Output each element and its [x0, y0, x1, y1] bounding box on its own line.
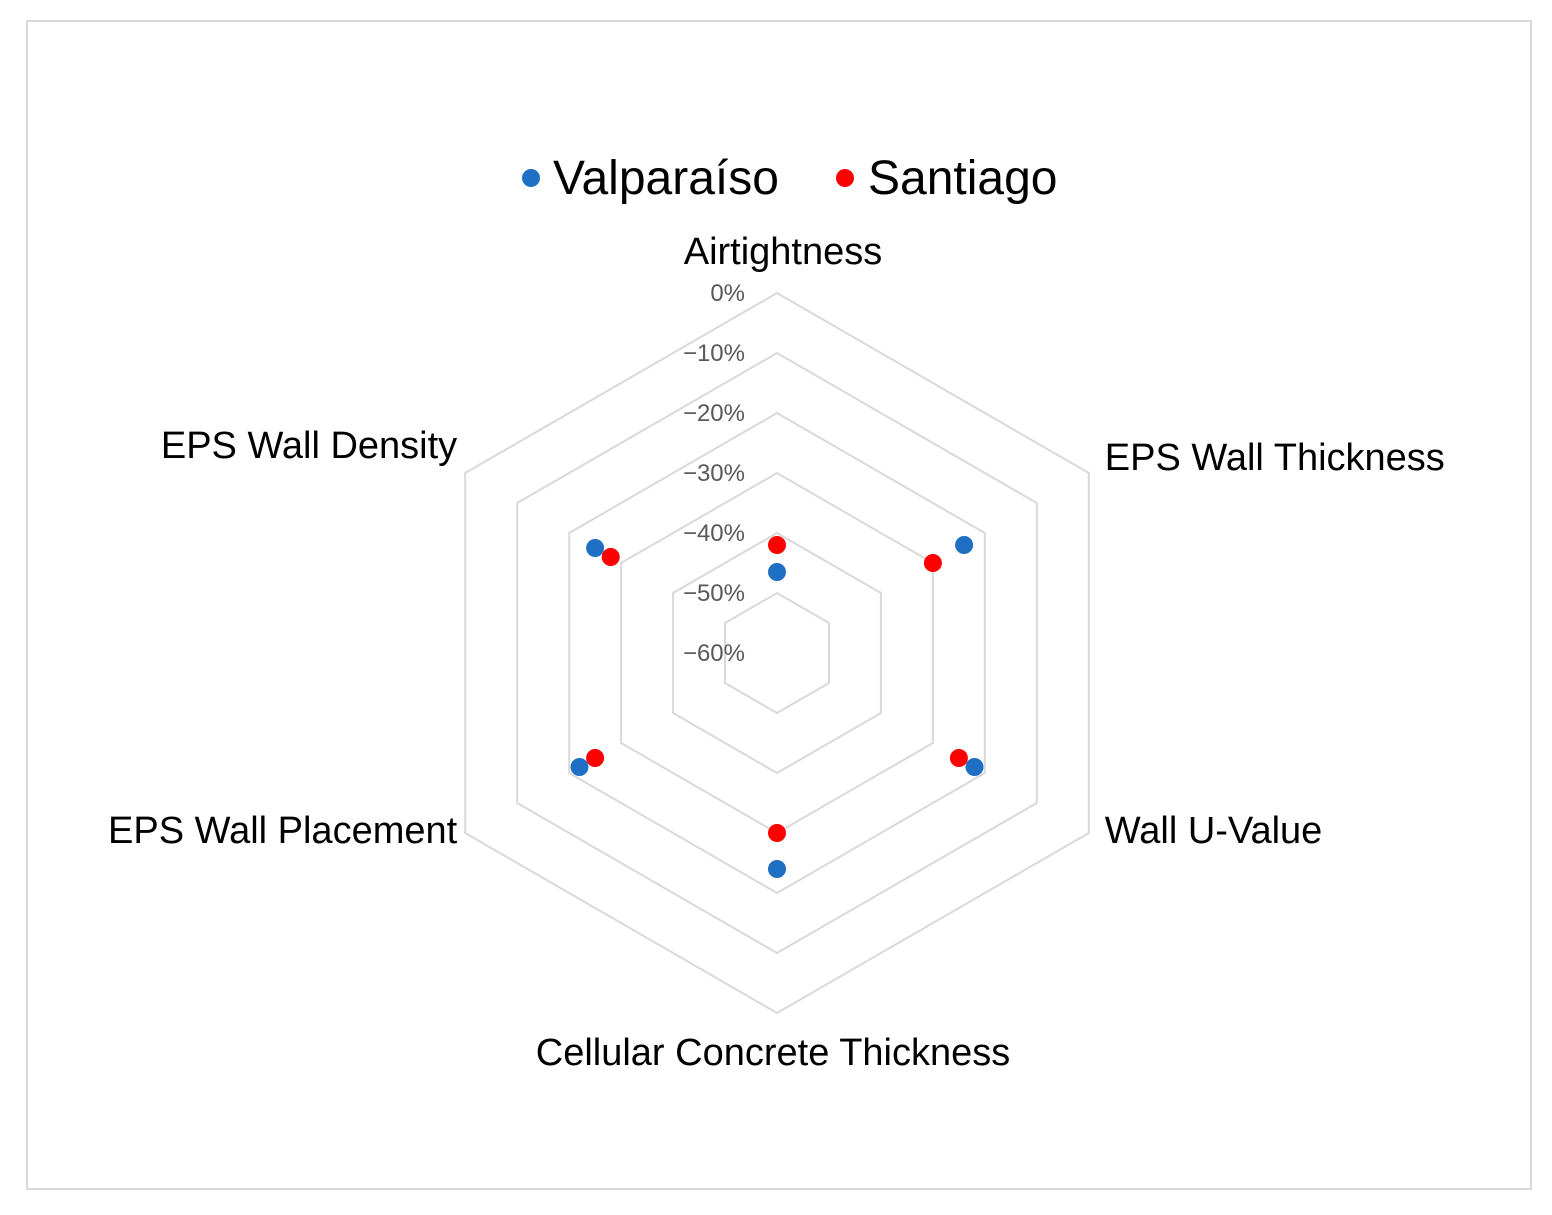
data-points: [570, 536, 984, 878]
axis-label-eps-wall-thickness: EPS Wall Thickness: [1105, 437, 1445, 479]
grid-ring: [464, 291, 1090, 1015]
data-point-valparaiso: [768, 860, 786, 878]
legend: Valparaíso Santiago: [522, 152, 1058, 205]
series-santiago: [586, 536, 968, 842]
data-point-valparaiso: [586, 539, 605, 557]
series-valparaiso: [570, 536, 984, 878]
axis-label-airtightness: Airtightness: [684, 231, 883, 273]
legend-label-valparaiso: Valparaíso: [553, 152, 779, 205]
tick-label: 0%: [710, 280, 745, 307]
axis-label-eps-wall-placement: EPS Wall Placement: [108, 810, 458, 852]
grid-ring: [568, 411, 986, 895]
data-point-valparaiso: [965, 758, 984, 776]
axis-label-cellular-concrete-thickness: Cellular Concrete Thickness: [536, 1032, 1011, 1074]
tick-label: −50%: [683, 580, 745, 607]
data-point-santiago: [923, 554, 942, 572]
legend-label-santiago: Santiago: [868, 152, 1058, 205]
legend-marker-santiago: [836, 169, 854, 187]
grid-ring: [516, 351, 1038, 955]
grid-layer: [464, 291, 1090, 1015]
legend-marker-valparaiso: [522, 169, 540, 187]
data-point-valparaiso: [768, 563, 786, 581]
data-point-santiago: [768, 824, 786, 842]
data-point-valparaiso: [955, 536, 974, 554]
data-point-valparaiso: [570, 758, 589, 776]
grid-ring: [672, 531, 882, 775]
tick-label: −10%: [683, 340, 745, 367]
data-point-santiago: [601, 548, 620, 566]
grid-ring: [724, 591, 830, 715]
data-point-santiago: [586, 749, 605, 767]
tick-label: −30%: [683, 460, 745, 487]
axis-label-eps-wall-density: EPS Wall Density: [161, 425, 457, 467]
chart-frame: [26, 20, 1532, 1190]
tick-label: −60%: [683, 640, 745, 667]
tick-label: −40%: [683, 520, 745, 547]
grid-ring: [620, 471, 934, 835]
legend-item-santiago: Santiago: [836, 152, 1058, 205]
tick-labels: 0% −10% −20% −30% −40% −50% −60%: [683, 280, 745, 667]
legend-item-valparaiso: Valparaíso: [522, 152, 779, 205]
tick-label: −20%: [683, 400, 745, 427]
data-point-santiago: [768, 536, 786, 554]
axis-label-wall-u-value: Wall U-Value: [1105, 810, 1323, 852]
data-point-santiago: [949, 749, 968, 767]
